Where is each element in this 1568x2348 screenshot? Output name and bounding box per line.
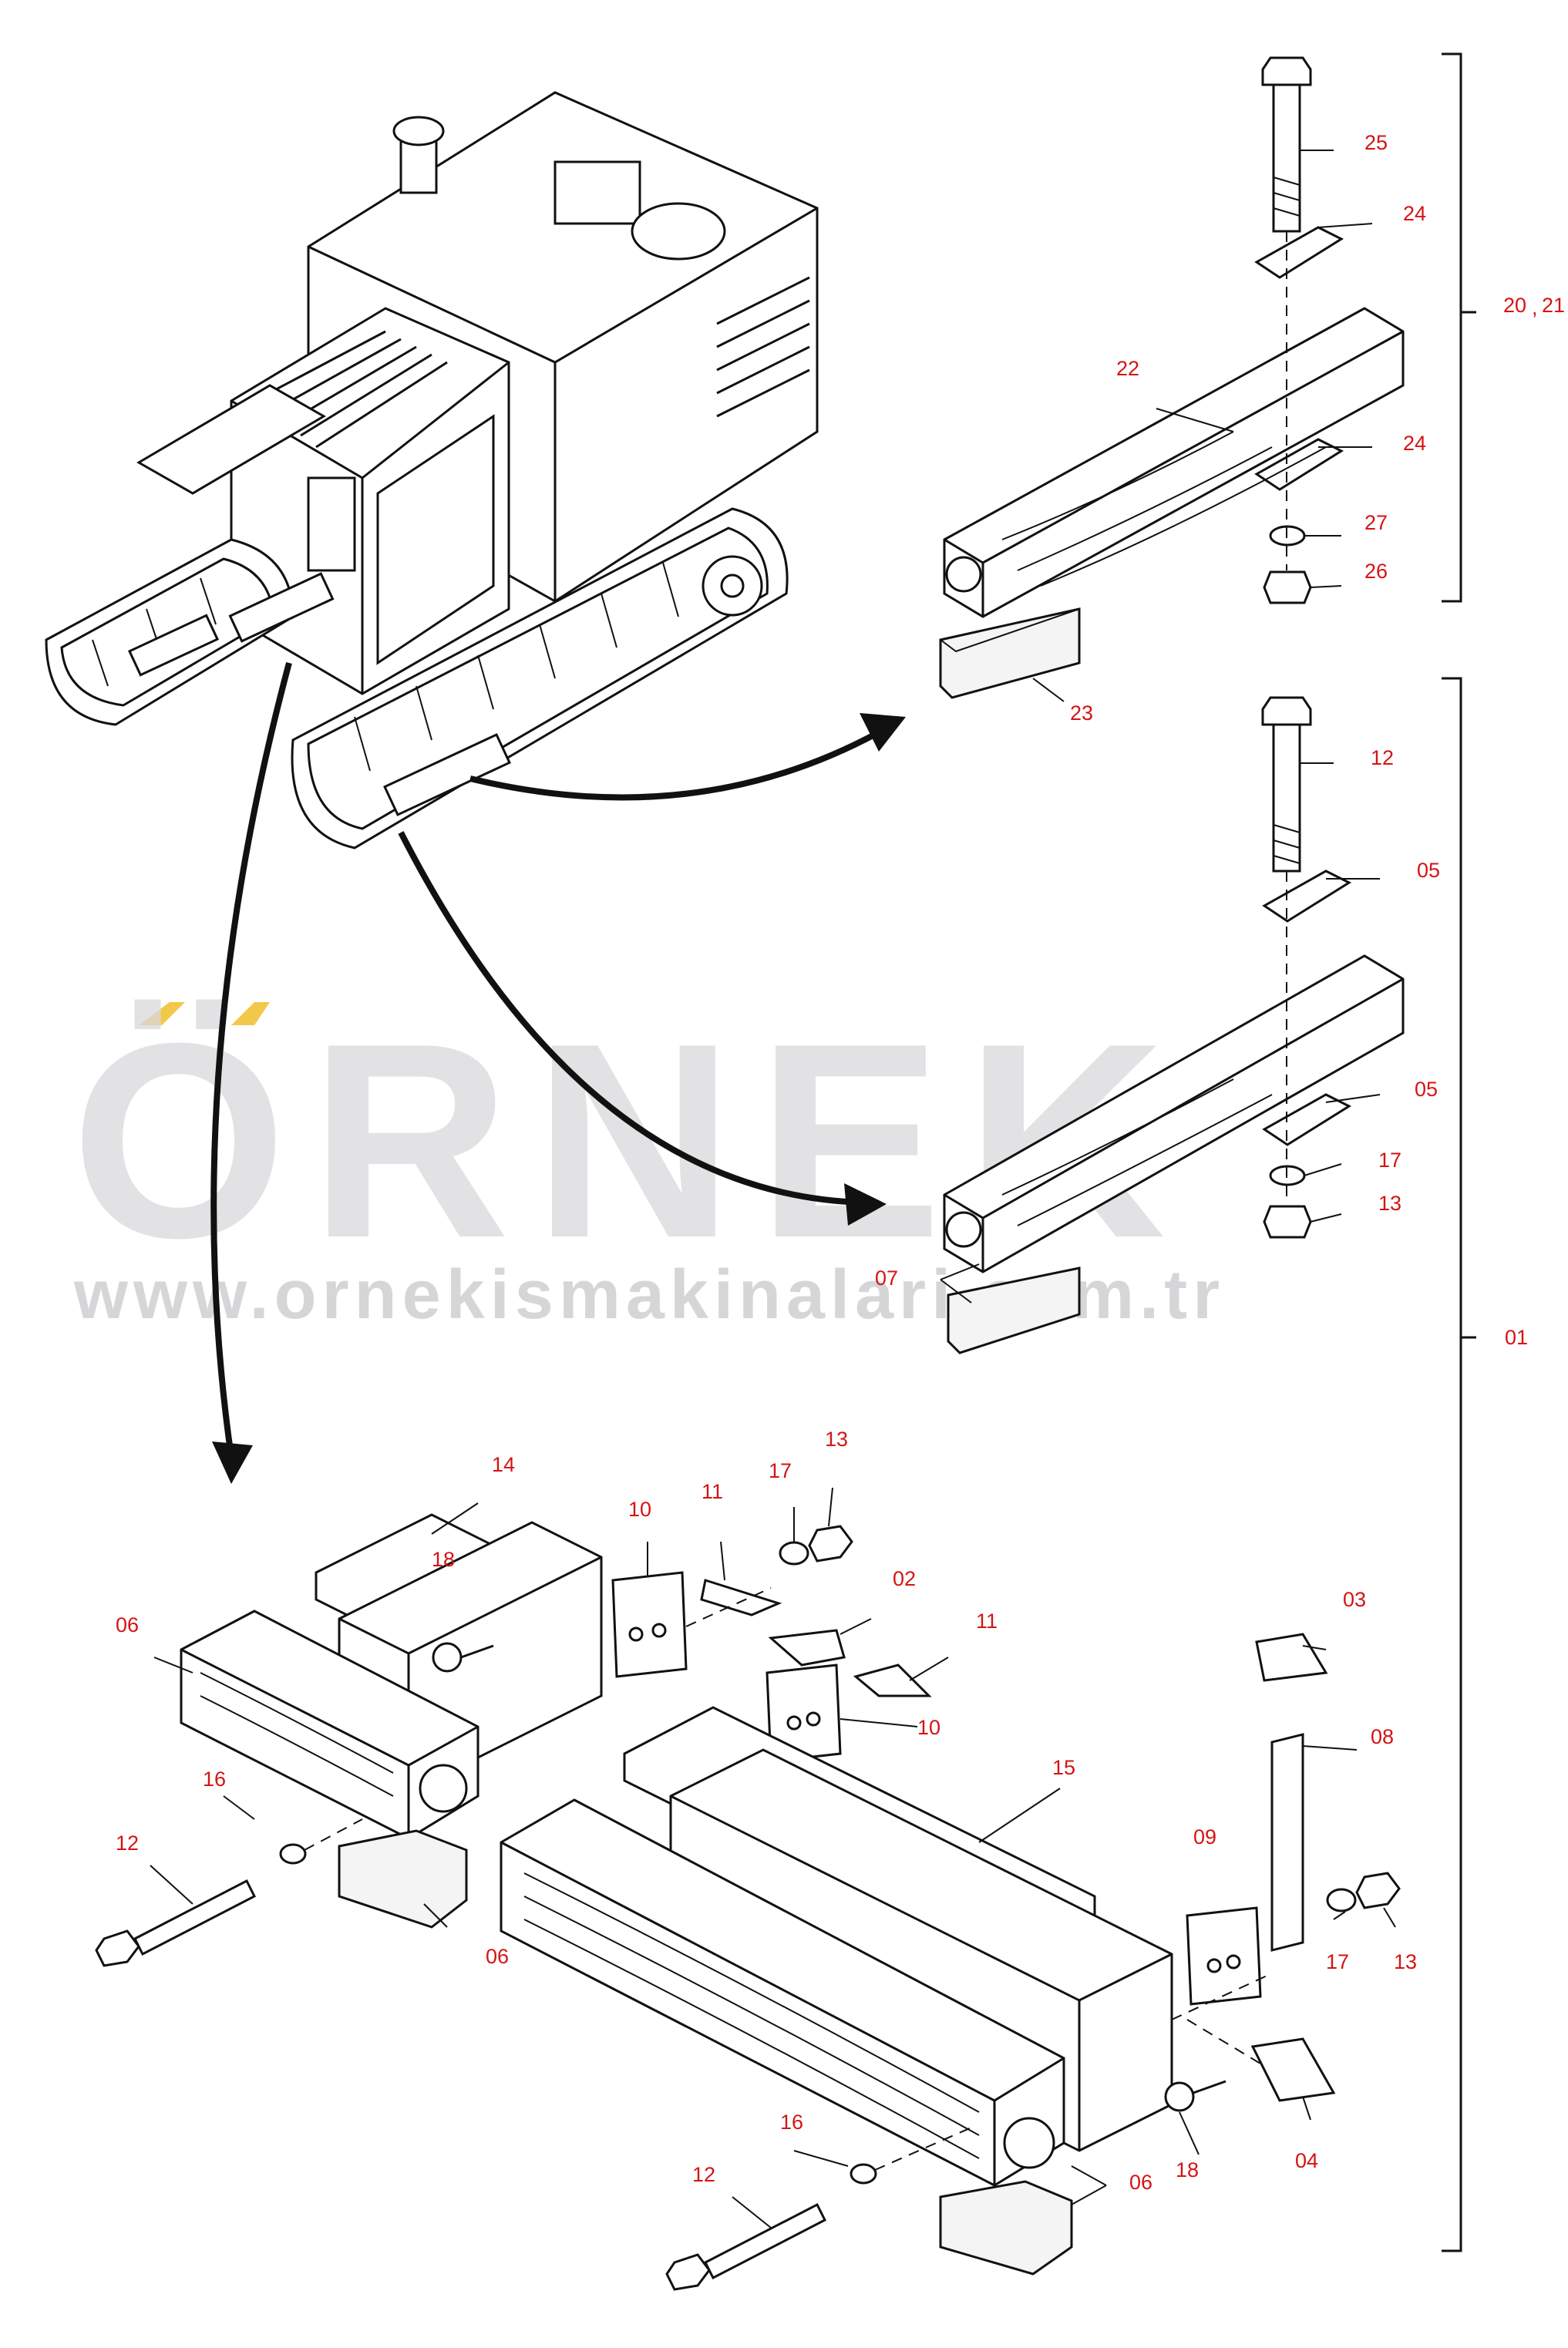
part-label: 10 xyxy=(628,1498,652,1521)
assembly-bottom xyxy=(95,1487,1401,2291)
part-label: 12 xyxy=(116,1832,140,1855)
part-label: 06 xyxy=(486,1945,510,1968)
assembly-mid xyxy=(940,696,1405,1354)
assembly-20-21 xyxy=(939,56,1405,702)
part-label: 18 xyxy=(432,1548,456,1571)
part-label: 21 xyxy=(1542,294,1566,317)
part-label: 10 xyxy=(917,1716,941,1739)
part-label: 14 xyxy=(492,1453,516,1476)
part-label: 22 xyxy=(1116,357,1140,380)
part-label: 07 xyxy=(875,1267,899,1290)
part-label: 16 xyxy=(203,1768,227,1791)
part-label: 01 xyxy=(1505,1326,1529,1349)
part-label: 24 xyxy=(1403,432,1427,455)
part-label: 15 xyxy=(1052,1756,1076,1779)
part-label: 11 xyxy=(976,1610,998,1633)
part-label: 05 xyxy=(1417,859,1441,882)
logo-accent-icon xyxy=(139,1002,270,1025)
part-label: 03 xyxy=(1343,1588,1367,1611)
part-label: 13 xyxy=(1378,1192,1402,1215)
part-label: 06 xyxy=(116,1613,140,1637)
part-label: 11 xyxy=(702,1480,724,1503)
excavator-illustration xyxy=(45,91,819,849)
part-label: 13 xyxy=(825,1428,849,1451)
part-label: 08 xyxy=(1371,1725,1395,1748)
part-label: 17 xyxy=(1326,1950,1350,1973)
arrows xyxy=(210,661,880,1458)
part-label: 16 xyxy=(780,2111,804,2134)
part-label: 05 xyxy=(1415,1078,1438,1101)
part-label: 04 xyxy=(1295,2149,1319,2172)
assembly-brackets xyxy=(1442,52,1476,2252)
part-label: 06 xyxy=(1129,2171,1153,2194)
part-label: 18 xyxy=(1176,2158,1200,2181)
part-label: 17 xyxy=(769,1459,792,1482)
part-label: 25 xyxy=(1364,131,1388,154)
part-label: 20 xyxy=(1503,294,1527,317)
part-label: 12 xyxy=(1371,746,1395,769)
part-label: 12 xyxy=(692,2163,716,2186)
part-label: , xyxy=(1532,296,1538,319)
part-label: 17 xyxy=(1378,1149,1402,1172)
part-label: 27 xyxy=(1364,511,1388,534)
part-label: 02 xyxy=(893,1567,917,1590)
part-label: 23 xyxy=(1070,701,1094,725)
part-label: 24 xyxy=(1403,202,1427,225)
part-label: 13 xyxy=(1394,1950,1418,1973)
part-label: 09 xyxy=(1193,1825,1217,1848)
part-label: 26 xyxy=(1364,560,1388,583)
